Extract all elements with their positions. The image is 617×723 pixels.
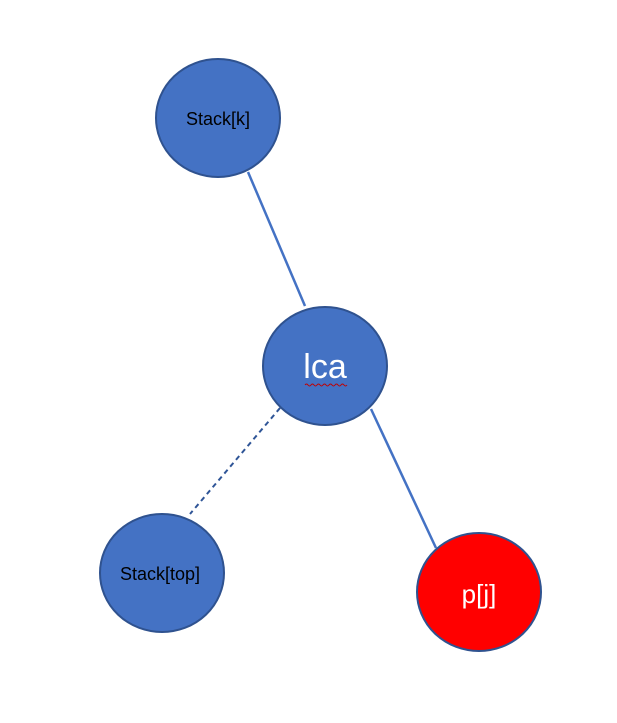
spellcheck-underline: [304, 383, 348, 387]
node-stack-top-circle: [99, 513, 225, 633]
node-p-j: p[j]: [416, 532, 542, 652]
node-stack-top: Stack[top]: [99, 513, 225, 633]
edge-stack-k-to-lca: [246, 171, 307, 307]
node-stack-k-circle: [155, 58, 281, 178]
node-p-j-circle: [416, 532, 542, 652]
node-lca: lca: [262, 306, 388, 426]
node-lca-label: lca: [303, 348, 347, 386]
node-stack-k-label: Stack[k]: [186, 109, 250, 129]
node-lca-circle: [262, 306, 388, 426]
node-stack-k: Stack[k]: [155, 58, 281, 178]
edge-lca-to-p-j: [369, 408, 438, 549]
node-stack-top-label: Stack[top]: [120, 564, 200, 584]
node-p-j-label: p[j]: [462, 579, 497, 609]
edge-lca-to-stack-top-dashed: [189, 407, 281, 515]
